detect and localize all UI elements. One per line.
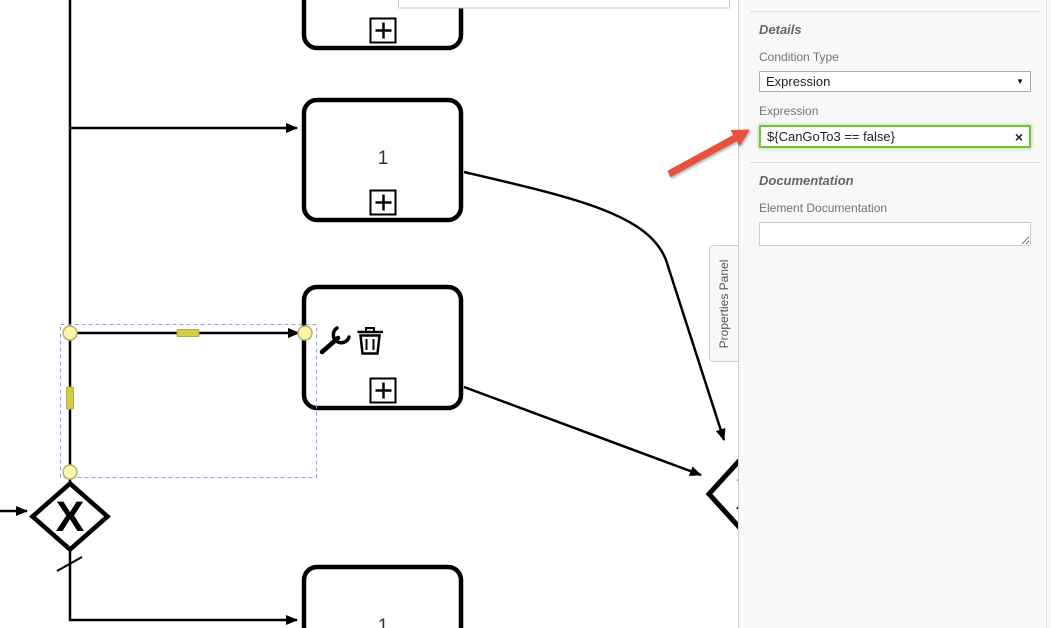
default-flow-marker: [56, 556, 83, 572]
sequence-flow-to-bottom-task[interactable]: [68, 550, 298, 625]
condition-type-label: Condition Type: [759, 50, 839, 64]
element-documentation-textarea[interactable]: [759, 222, 1031, 246]
left-exclusive-gateway[interactable]: X: [29, 480, 111, 553]
expression-input-wrap: ×: [759, 125, 1031, 148]
left-gateway-x-marker: X: [56, 493, 85, 541]
dropdown-arrow-icon: ▼: [1016, 77, 1024, 86]
condition-type-value: Expression: [766, 74, 831, 89]
task-3[interactable]: [301, 284, 464, 411]
connection-bendpoint[interactable]: [62, 325, 78, 341]
connection-endpoint-source[interactable]: [62, 464, 78, 480]
segment-drag-handle-vertical[interactable]: [66, 386, 74, 410]
segment-drag-handle-horizontal[interactable]: [176, 329, 200, 337]
top-edit-box[interactable]: [398, 0, 730, 9]
subprocess-expand-icon[interactable]: [369, 377, 397, 404]
task-1-label: 1: [378, 148, 389, 169]
subprocess-expand-icon[interactable]: [369, 17, 397, 44]
task-top[interactable]: [301, 0, 464, 51]
connection-endpoint-target[interactable]: [297, 325, 313, 341]
expression-input[interactable]: [759, 125, 1031, 148]
documentation-heading: Documentation: [759, 173, 854, 188]
element-documentation-label: Element Documentation: [759, 201, 888, 215]
properties-panel-toggle[interactable]: Properties Panel: [709, 245, 739, 362]
sequence-flow-task1-to-gateway[interactable]: [463, 170, 726, 441]
properties-panel-toggle-label: Properties Panel: [717, 259, 731, 348]
clear-icon[interactable]: ×: [1014, 128, 1023, 145]
sequence-flow-task3-to-gateway[interactable]: [463, 385, 702, 477]
task-1[interactable]: 1: [301, 97, 464, 223]
section-separator: [751, 11, 1039, 12]
task-bottom-label: 1: [378, 616, 389, 628]
condition-type-select[interactable]: Expression ▼: [759, 71, 1031, 92]
section-separator: [751, 162, 1039, 163]
subprocess-expand-icon[interactable]: [369, 189, 397, 216]
task-bottom[interactable]: 1: [301, 564, 464, 628]
expression-label: Expression: [759, 104, 819, 118]
panel-edge-divider: [1046, 0, 1047, 628]
details-heading: Details: [759, 22, 802, 37]
wrench-icon[interactable]: [319, 326, 351, 355]
properties-panel: Details Condition Type Expression ▼ Expr…: [738, 0, 1051, 628]
selection-outline: [60, 324, 317, 478]
trash-icon[interactable]: [357, 327, 384, 355]
